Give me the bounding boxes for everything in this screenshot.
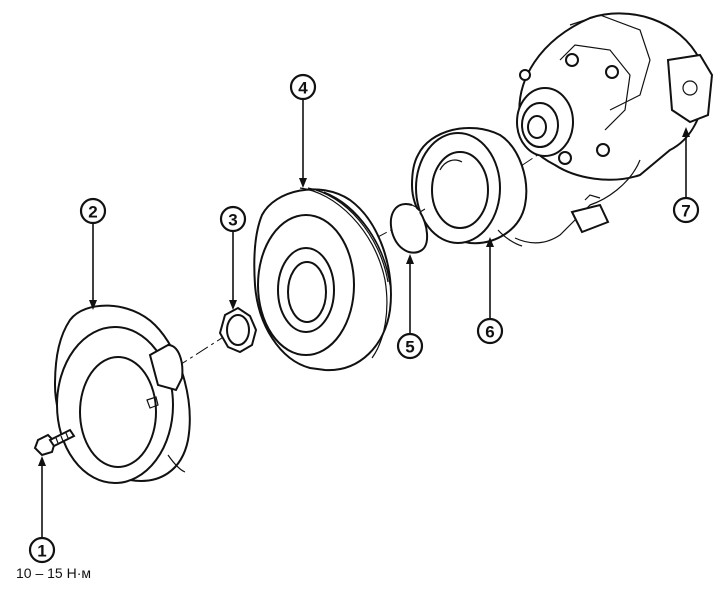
callout-5: 5 [396, 332, 424, 360]
callout-1: 1 [28, 536, 56, 564]
snap-ring-drawing [390, 203, 428, 254]
callout-6: 6 [476, 317, 504, 345]
callout-5-label: 5 [405, 338, 414, 357]
callout-1-label: 1 [37, 542, 46, 561]
callout-2: 2 [79, 197, 107, 225]
compressor-drawing [514, 12, 714, 244]
field-coil-drawing [410, 127, 528, 247]
callout-3-label: 3 [228, 211, 237, 230]
callout-7-label: 7 [681, 202, 690, 221]
shim-drawing [218, 306, 258, 354]
callout-2-label: 2 [88, 203, 97, 222]
callout-7: 7 [672, 196, 700, 224]
bolt-drawing [33, 428, 76, 457]
pulley-drawing [253, 187, 392, 372]
leader-lines [38, 100, 690, 537]
callout-4: 4 [289, 73, 317, 101]
callout-6-label: 6 [485, 323, 494, 342]
callout-4-label: 4 [298, 79, 308, 98]
torque-spec-label: 10 – 15 Н·м [16, 565, 91, 581]
callout-3: 3 [219, 205, 247, 233]
clutch-hub-drawing [53, 304, 191, 484]
